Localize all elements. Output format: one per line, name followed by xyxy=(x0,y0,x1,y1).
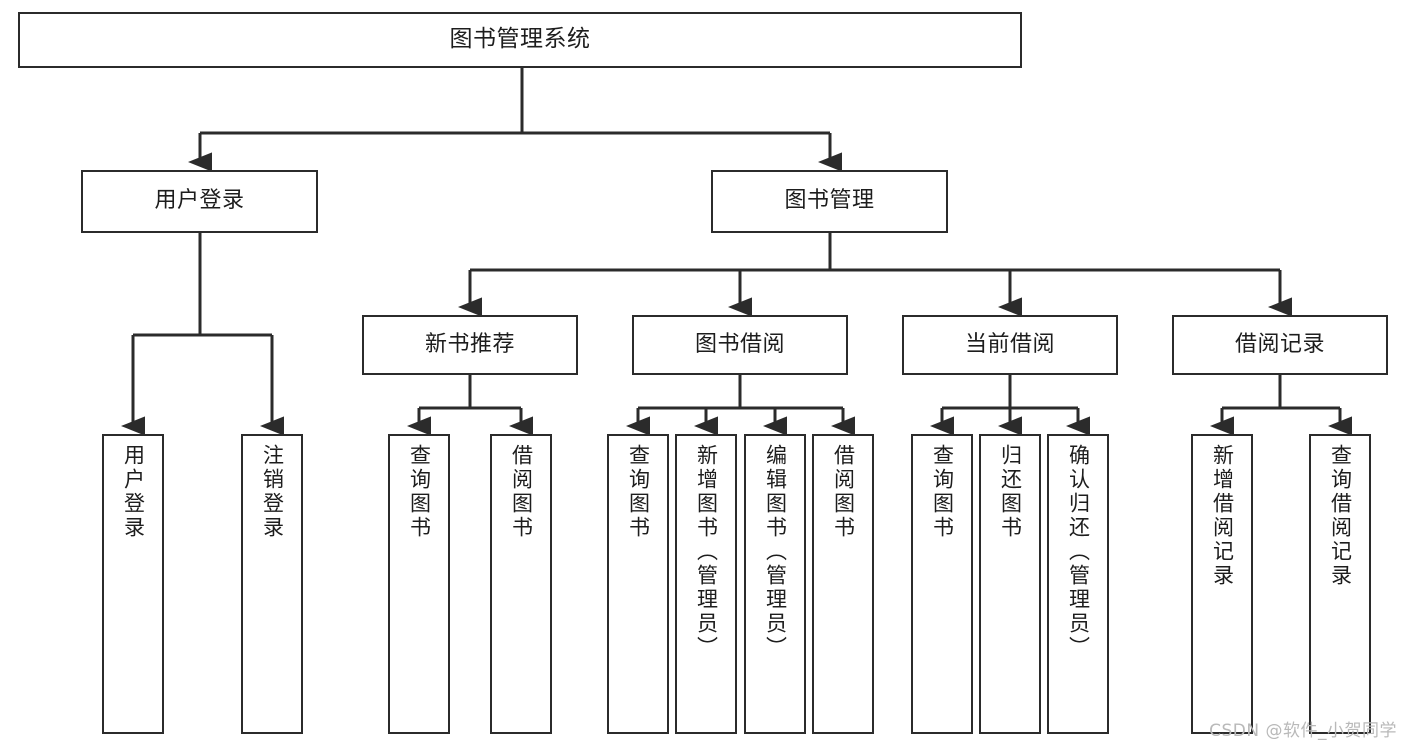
node-root-label: 图书管理系统 xyxy=(449,26,591,53)
leaf-return-book-label: 归还图书 xyxy=(998,444,1023,540)
node-user-login[interactable]: 用户登录 xyxy=(81,170,318,233)
node-book-manage-label: 图书管理 xyxy=(784,188,875,214)
node-book-borrow-label: 图书借阅 xyxy=(694,331,785,357)
leaf-logout-label: 注销登录 xyxy=(260,444,285,540)
leaf-confirm-return[interactable]: 确认归还（管理员） xyxy=(1047,434,1109,734)
leaf-edit-book[interactable]: 编辑图书（管理员） xyxy=(744,434,806,734)
node-new-book-recommend-label: 新书推荐 xyxy=(424,331,515,357)
leaf-user-login[interactable]: 用户登录 xyxy=(102,434,164,734)
leaf-query-record[interactable]: 查询借阅记录 xyxy=(1309,434,1371,734)
leaf-query-book-3-label: 查询图书 xyxy=(930,444,955,540)
node-root[interactable]: 图书管理系统 xyxy=(18,12,1022,68)
leaf-add-record[interactable]: 新增借阅记录 xyxy=(1191,434,1253,734)
leaf-add-book-label: 新增图书（管理员） xyxy=(694,444,719,660)
leaf-borrow-book-2-label: 借阅图书 xyxy=(831,444,856,540)
node-current-borrow-label: 当前借阅 xyxy=(964,331,1055,357)
node-book-manage[interactable]: 图书管理 xyxy=(711,170,948,233)
leaf-add-record-label: 新增借阅记录 xyxy=(1210,444,1235,588)
leaf-query-book-2[interactable]: 查询图书 xyxy=(607,434,669,734)
leaf-query-record-label: 查询借阅记录 xyxy=(1328,444,1353,588)
node-current-borrow[interactable]: 当前借阅 xyxy=(902,315,1118,375)
node-book-borrow[interactable]: 图书借阅 xyxy=(632,315,848,375)
node-new-book-recommend[interactable]: 新书推荐 xyxy=(362,315,578,375)
csdn-watermark: CSDN @软件_小贺同学 xyxy=(1209,721,1397,741)
node-borrow-record[interactable]: 借阅记录 xyxy=(1172,315,1388,375)
leaf-query-book-2-label: 查询图书 xyxy=(626,444,651,540)
leaf-user-login-label: 用户登录 xyxy=(121,444,146,540)
leaf-query-book-1[interactable]: 查询图书 xyxy=(388,434,450,734)
leaf-borrow-book-2[interactable]: 借阅图书 xyxy=(812,434,874,734)
leaf-borrow-book-1-label: 借阅图书 xyxy=(509,444,534,540)
node-user-login-label: 用户登录 xyxy=(154,188,245,214)
leaf-borrow-book-1[interactable]: 借阅图书 xyxy=(490,434,552,734)
leaf-logout[interactable]: 注销登录 xyxy=(241,434,303,734)
leaf-return-book[interactable]: 归还图书 xyxy=(979,434,1041,734)
leaf-edit-book-label: 编辑图书（管理员） xyxy=(763,444,788,660)
node-borrow-record-label: 借阅记录 xyxy=(1234,331,1325,357)
leaf-query-book-3[interactable]: 查询图书 xyxy=(911,434,973,734)
leaf-add-book[interactable]: 新增图书（管理员） xyxy=(675,434,737,734)
leaf-query-book-1-label: 查询图书 xyxy=(407,444,432,540)
leaf-confirm-return-label: 确认归还（管理员） xyxy=(1066,444,1091,660)
